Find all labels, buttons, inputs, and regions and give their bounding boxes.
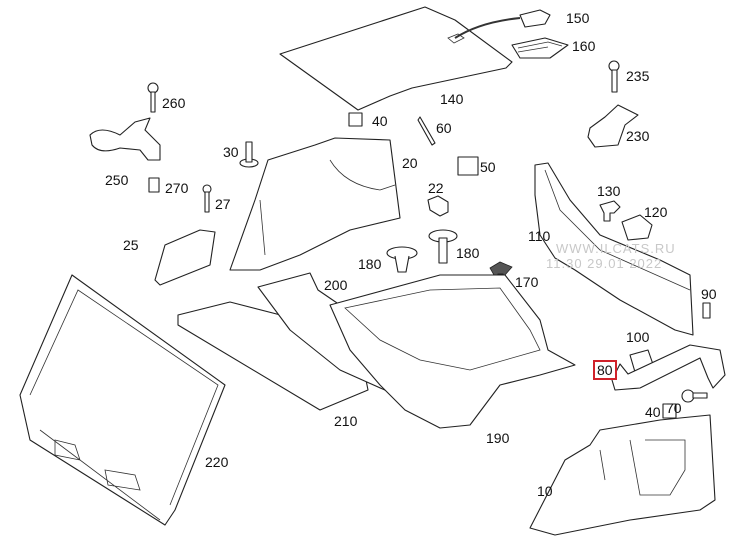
label-230[interactable]: 230 [626,128,650,144]
label-235[interactable]: 235 [626,68,650,84]
part-260-screw[interactable] [147,82,159,113]
label-270[interactable]: 270 [165,180,189,196]
part-180-clip-b[interactable] [428,229,458,264]
label-130[interactable]: 130 [597,183,621,199]
label-90[interactable]: 90 [701,286,717,302]
label-70[interactable]: 70 [666,400,682,416]
part-30-pin[interactable] [239,141,259,168]
part-20-left-side-trim[interactable] [229,137,401,271]
part-120-cover[interactable] [621,214,653,241]
label-160[interactable]: 160 [572,38,596,54]
label-20[interactable]: 20 [402,155,418,171]
part-140-floor-cover[interactable] [279,6,513,111]
label-80-highlighted[interactable]: 80 [593,360,617,380]
label-220[interactable]: 220 [205,454,229,470]
part-270-clip[interactable] [148,177,160,193]
part-90-pin[interactable] [702,302,711,319]
part-190-spare-wheel-well[interactable] [329,274,576,429]
label-170[interactable]: 170 [515,274,539,290]
part-80-rail[interactable] [611,344,726,391]
label-25[interactable]: 25 [123,237,139,253]
part-27-screw[interactable] [202,184,212,213]
part-70-screw[interactable] [681,389,708,403]
label-180-b[interactable]: 180 [456,245,480,261]
part-40-bracket[interactable] [348,112,363,127]
label-250[interactable]: 250 [105,172,129,188]
label-180-a[interactable]: 180 [358,256,382,272]
label-40[interactable]: 40 [372,113,388,129]
label-150[interactable]: 150 [566,10,590,26]
part-220-partition[interactable] [19,274,226,526]
part-25-panel[interactable] [154,229,216,286]
label-200[interactable]: 200 [324,277,348,293]
label-40-b[interactable]: 40 [645,404,661,420]
watermark-site: WWW.ILCATS.RU [556,241,676,256]
part-250-hook[interactable] [89,117,161,161]
part-235-screw[interactable] [608,60,620,93]
label-260[interactable]: 260 [162,95,186,111]
label-27[interactable]: 27 [215,196,231,212]
label-110[interactable]: 110 [528,228,551,244]
part-110-rear-panel[interactable] [534,162,694,336]
label-140[interactable]: 140 [440,91,464,107]
label-10[interactable]: 10 [537,483,553,499]
part-180-clip-a[interactable] [386,246,418,273]
part-230-bracket[interactable] [587,104,639,148]
part-40-bracket-b[interactable] [662,403,677,419]
part-60-strip[interactable] [417,116,436,146]
part-22-latch[interactable] [427,195,449,217]
label-100[interactable]: 100 [626,329,650,345]
label-30[interactable]: 30 [223,144,239,160]
label-22[interactable]: 22 [428,180,444,196]
label-60[interactable]: 60 [436,120,452,136]
label-120[interactable]: 120 [644,204,668,220]
label-210[interactable]: 210 [334,413,358,429]
watermark-date: 11.30 29.01 2022 [546,256,663,271]
label-190[interactable]: 190 [486,430,510,446]
part-50-bracket[interactable] [457,156,479,176]
part-130-button[interactable] [599,200,621,222]
part-150[interactable] [519,9,551,28]
part-10-right-side-trim[interactable] [529,414,716,536]
label-50[interactable]: 50 [480,159,496,175]
